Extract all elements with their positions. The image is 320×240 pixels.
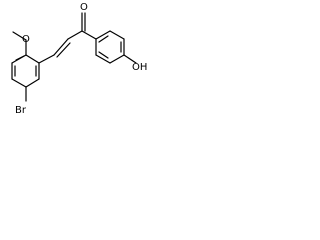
left-ring-bond-3 (25, 78, 40, 88)
left-ring-bond-1 (25, 54, 40, 64)
methoxy-methyl-bond (12, 31, 27, 41)
right-ring-bond-2 (109, 30, 125, 40)
right-ring-bond-1 (95, 30, 111, 40)
enone-linker (38, 12, 97, 64)
right-ring-bond-5 (95, 54, 111, 64)
vinyl-bond-2 (53, 38, 69, 56)
right-ring-inner-bond-3 (98, 51, 109, 59)
vinyl-bond-1 (38, 54, 55, 64)
left-ring-bond-4 (11, 78, 27, 88)
right-aromatic-ring (95, 30, 125, 64)
structure-diagram: O O OH Br (11, 2, 147, 116)
methoxy-group (12, 31, 27, 56)
right-ring-inner-bond-1 (98, 35, 109, 43)
right-ring-bond-4 (109, 54, 125, 64)
left-aromatic-ring (11, 54, 40, 88)
left-ring-inner-bond-3 (15, 55, 25, 61)
methoxy-oxygen-label: O (22, 34, 30, 45)
carbonyl-oxygen-label: O (80, 2, 88, 13)
carbonyl-to-ring-bridge (67, 30, 83, 40)
ketone-to-ring-bond (81, 30, 97, 40)
vinyl-double-bond (56, 42, 71, 58)
hydroxy-group (123, 54, 137, 64)
hydroxy-bond (123, 54, 137, 64)
hydroxy-label: OH (132, 62, 147, 73)
bromine-label: Br (15, 105, 27, 116)
molecule-canvas: O O OH Br (0, 0, 154, 122)
